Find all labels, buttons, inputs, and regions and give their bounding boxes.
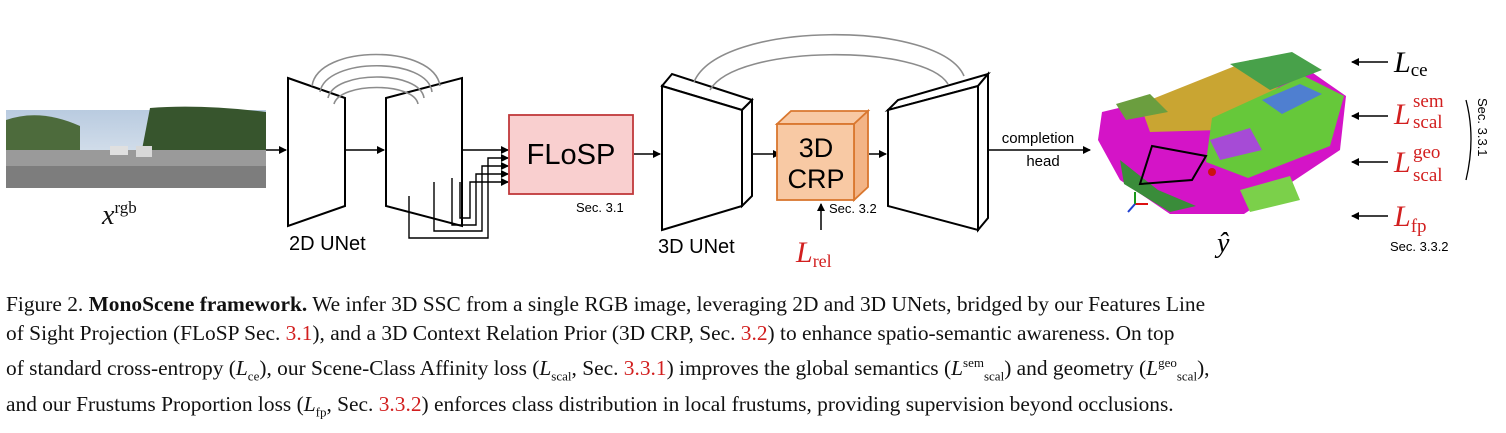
crp-ref: Sec. 3.2 — [829, 201, 877, 216]
unet3d-label: 3D UNet — [658, 236, 735, 258]
loss-sem-sup: sem — [1413, 91, 1444, 112]
scal-brace — [1465, 99, 1472, 181]
rel-loss: Lrel — [795, 236, 832, 271]
head-label-line1: completion — [1002, 130, 1075, 147]
loss-fp: Lfp — [1393, 200, 1427, 237]
loss-geo-sub: scal — [1413, 165, 1443, 186]
ref-link[interactable]: 3.3.1 — [623, 356, 667, 381]
caption-line-1: Figure 2. MonoScene framework. We infer … — [6, 292, 1206, 316]
loss-ce: Lce — [1393, 46, 1428, 81]
unet2d-skip-connections — [311, 53, 441, 105]
loss-sem: L — [1393, 98, 1411, 131]
monoscene-diagram: xrgb 2D UNet FLoSP Sec. 3.1 — [6, 33, 1490, 271]
unet2d-encoder — [287, 76, 346, 228]
crp-cube — [774, 108, 871, 203]
unet3d-encoder — [660, 72, 754, 232]
ref-link[interactable]: 3.2 — [740, 321, 768, 345]
flosp-box — [508, 114, 634, 195]
loss-geo-sup: geo — [1413, 142, 1440, 163]
input-rgb-image — [6, 106, 266, 188]
caption-line-4: and our Frustums Proportion loss (Lfp, S… — [6, 392, 1174, 420]
ref-link[interactable]: 3.1 — [285, 321, 313, 345]
crp-label-line2: CRP — [787, 164, 844, 194]
unet3d-decoder — [884, 71, 991, 233]
unet3d-skip-connections — [693, 33, 965, 91]
head-label-line2: head — [1026, 153, 1059, 170]
scal-ref: Sec. 3.3.1 — [1475, 98, 1490, 157]
output-label: ŷ — [1214, 228, 1230, 259]
ref-link[interactable]: 3.3.2 — [378, 392, 422, 417]
fp-ref: Sec. 3.3.2 — [1390, 239, 1449, 254]
flosp-ref: Sec. 3.1 — [576, 200, 624, 215]
loss-arrows — [1351, 58, 1388, 220]
unet2d-decoder — [385, 76, 463, 228]
caption-label: Figure 2. — [6, 292, 84, 316]
input-label: xrgb — [101, 198, 137, 231]
figure-caption: Figure 2. MonoScene framework. We infer … — [6, 290, 1502, 427]
flosp-label: FLoSP — [527, 139, 616, 171]
unet2d-label: 2D UNet — [289, 233, 366, 255]
loss-sem-sub: scal — [1413, 112, 1443, 133]
output-semantic-scene — [1098, 52, 1346, 214]
caption-line-3: of standard cross-entropy (Lce), our Sce… — [6, 355, 1210, 384]
crp-label-line1: 3D — [799, 133, 834, 163]
caption-title: MonoScene framework. — [88, 292, 308, 316]
loss-geo: L — [1393, 146, 1411, 179]
unet2d-block — [287, 53, 463, 228]
feature-arrows — [408, 146, 509, 239]
caption-line-2: of Sight Projection (FLoSP Sec. 3.1), an… — [6, 321, 1175, 345]
